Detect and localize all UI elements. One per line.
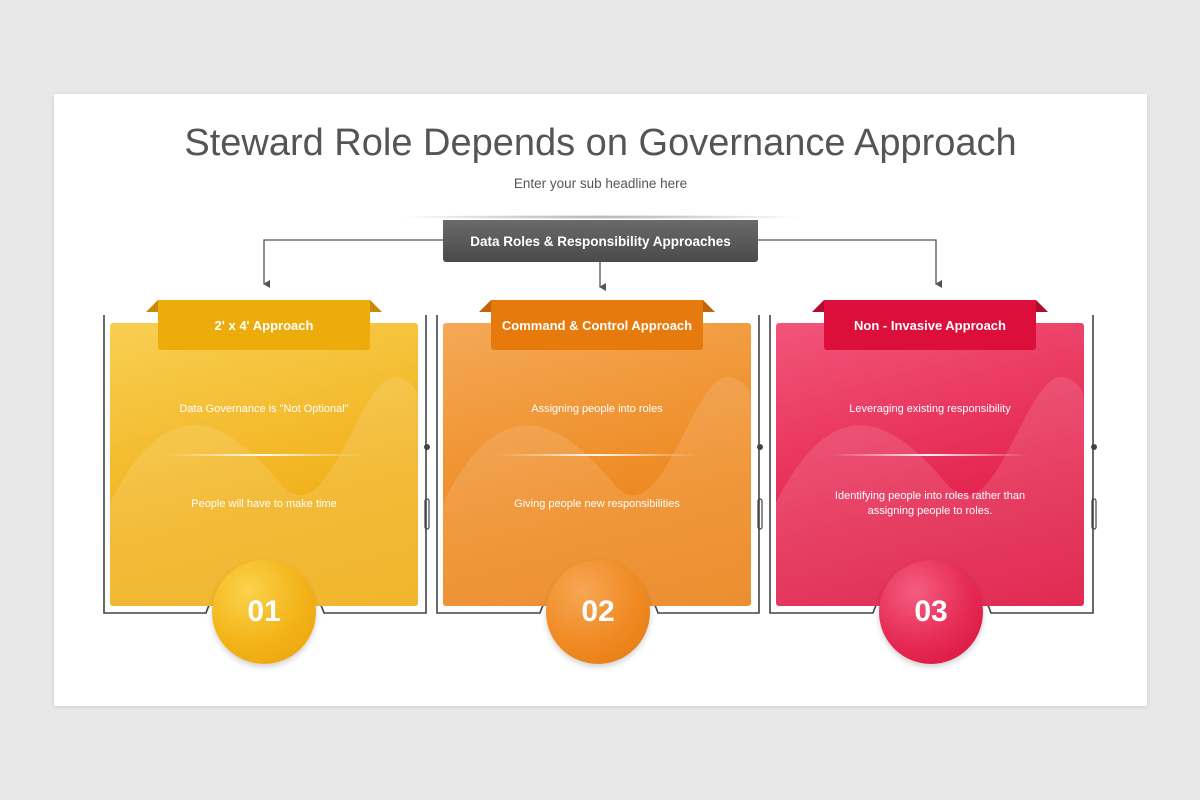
- card-divider: [498, 454, 696, 456]
- card-text-top: Assigning people into roles: [531, 403, 663, 415]
- slide-title: Steward Role Depends on Governance Appro…: [184, 122, 1017, 164]
- card-wave-decoration: [776, 377, 1084, 606]
- step-number-1: 01: [212, 560, 316, 664]
- connector-left: [263, 239, 443, 288]
- card-text-bottom: People will have to make time: [191, 498, 337, 510]
- approach-heading-2: Command & Control Approach: [491, 300, 703, 350]
- step-number-2: 02: [546, 560, 650, 664]
- card-text-top: Data Governance is "Not Optional": [179, 403, 349, 415]
- card-divider: [831, 454, 1029, 456]
- approach-heading-3: Non - Invasive Approach: [824, 300, 1036, 350]
- approach-card-3: Leveraging existing responsibility Ident…: [776, 323, 1084, 606]
- connector-right: [758, 239, 942, 288]
- header-shadow: [403, 215, 799, 219]
- approach-heading-1: 2' x 4' Approach: [158, 300, 370, 350]
- approach-card-1: Data Governance is "Not Optional" People…: [110, 323, 418, 606]
- slide: Steward Role Depends on Governance Appro…: [54, 94, 1147, 706]
- card-wave-decoration: [443, 377, 751, 606]
- card-text-bottom: Identifying people into roles rather tha…: [834, 490, 1026, 517]
- card-text-top: Leveraging existing responsibility: [849, 403, 1011, 415]
- slide-subtitle: Enter your sub headline here: [513, 176, 688, 191]
- step-number-3: 03: [879, 560, 983, 664]
- card-text-bottom: Giving people new responsibilities: [514, 498, 680, 510]
- center-category-box: Data Roles & Responsibility Approaches: [443, 220, 758, 262]
- approach-card-2: Assigning people into roles Giving peopl…: [443, 323, 751, 606]
- card-divider: [165, 454, 363, 456]
- card-wave-decoration: [110, 377, 418, 606]
